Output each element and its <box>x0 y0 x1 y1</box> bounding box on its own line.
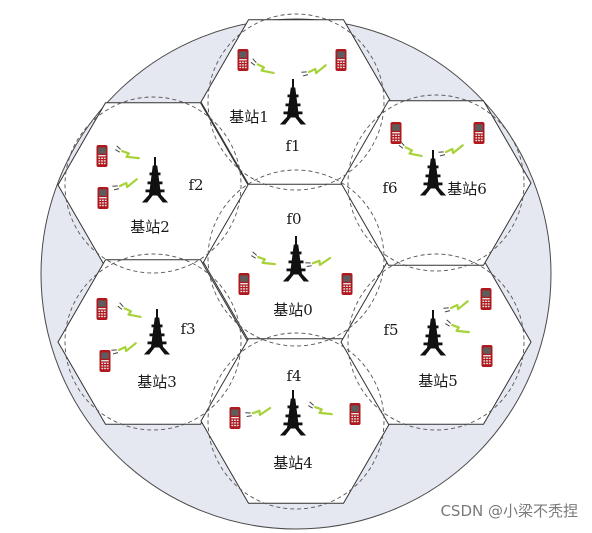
cell-6: 基站6 f6 <box>382 122 487 198</box>
lightning-signal-icon <box>308 401 333 416</box>
mobile-phone-icon <box>229 407 241 429</box>
lightning-signal-icon <box>305 256 332 268</box>
mobile-phone-icon <box>481 345 493 367</box>
cell-coverage-circle-5 <box>347 253 525 431</box>
cell-coverage-circle-2 <box>64 96 242 274</box>
mobile-phone-icon <box>96 145 108 167</box>
lightning-signal-icon <box>112 178 138 191</box>
cell-coverage-circle-6 <box>347 94 525 272</box>
mobile-phone-icon <box>480 288 492 310</box>
mobile-phone-icon <box>99 350 111 372</box>
mobile-phone-icon <box>238 273 250 295</box>
station-label-2: 基站2 <box>130 218 170 236</box>
frequency-label-3: f3 <box>180 320 195 338</box>
station-label-0: 基站0 <box>273 301 313 319</box>
mobile-phone-icon <box>473 122 485 144</box>
lightning-signal-icon <box>301 64 327 77</box>
frequency-label-6: f6 <box>382 179 397 197</box>
lightning-signal-icon <box>445 319 470 334</box>
lightning-signal-icon <box>250 58 275 74</box>
lightning-signal-icon <box>251 251 276 266</box>
cell-3: 基站3 f3 <box>96 298 196 391</box>
frequency-label-4: f4 <box>286 367 301 385</box>
lightning-signal-icon <box>245 406 272 418</box>
frequency-label-0: f0 <box>286 210 301 228</box>
frequency-label-5: f5 <box>383 321 398 339</box>
cell-1: 基站1 f1 <box>229 49 347 155</box>
cell-coverage-circle-3 <box>64 253 242 431</box>
watermark: CSDN @小梁不秃捏 <box>440 502 578 520</box>
lightning-signal-icon <box>111 342 137 355</box>
cell-coverage-circle-0 <box>207 169 385 347</box>
mobile-phone-icon <box>335 49 347 71</box>
station-label-4: 基站4 <box>273 454 313 472</box>
mobile-phone-icon <box>237 49 249 71</box>
lightning-signal-icon <box>117 302 142 318</box>
cell-5: 基站5 f5 <box>383 288 493 390</box>
mobile-phone-icon <box>97 187 109 209</box>
station-label-6: 基站6 <box>447 180 487 198</box>
lightning-signal-icon <box>443 300 469 313</box>
station-label-1: 基站1 <box>229 108 269 126</box>
cell-coverage-circle-4 <box>207 332 385 510</box>
mobile-phone-icon <box>96 298 108 320</box>
cell-4: 基站4 f4 <box>229 367 361 472</box>
station-label-5: 基站5 <box>418 372 458 390</box>
cell-2: 基站2 f2 <box>96 145 204 236</box>
mobile-phone-icon <box>349 403 361 425</box>
frequency-label-1: f1 <box>285 137 300 155</box>
cell-coverage-circle-1 <box>207 13 385 191</box>
lightning-signal-icon <box>438 144 464 157</box>
station-label-3: 基站3 <box>137 373 177 391</box>
frequency-label-2: f2 <box>188 176 203 194</box>
cell-0: 基站0 f0 <box>238 210 353 319</box>
lightning-signal-icon <box>115 145 140 160</box>
mobile-phone-icon <box>390 122 402 144</box>
mobile-phone-icon <box>341 273 353 295</box>
